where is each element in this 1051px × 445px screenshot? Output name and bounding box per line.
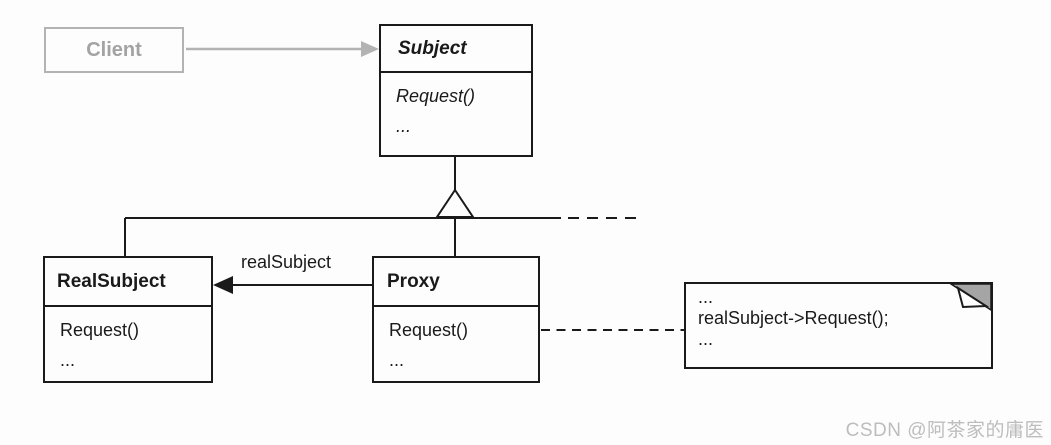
note-box xyxy=(684,282,993,369)
subject-class-name: Subject xyxy=(381,26,531,73)
realsubject-class-box: RealSubject Request() ... xyxy=(43,256,213,383)
proxy-member-ellipsis: ... xyxy=(389,350,405,370)
proxy-method-request: Request() xyxy=(389,320,469,340)
realsubject-class-members: Request() ... xyxy=(45,307,211,372)
realsubject-class-name: RealSubject xyxy=(45,258,211,307)
note-text: ... realSubject->Request(); ... xyxy=(698,287,889,350)
proxy-class-box: Proxy Request() ... xyxy=(372,256,540,383)
watermark: CSDN @阿茶家的庸医 xyxy=(845,420,1044,441)
realsubject-member-ellipsis: ... xyxy=(60,350,76,370)
note-fold-flap-icon xyxy=(956,285,990,309)
proxy-realsubject-arrowhead-icon xyxy=(213,276,233,294)
subject-class-box: Subject Request() ... xyxy=(379,24,533,157)
proxy-class-members: Request() ... xyxy=(374,307,538,372)
client-subject-arrowhead-icon xyxy=(361,41,379,57)
subject-method-request: Request() xyxy=(396,86,476,106)
client-class-name: Client xyxy=(86,38,142,61)
realsubject-association-label: realSubject xyxy=(241,252,332,272)
proxy-class-name: Proxy xyxy=(374,258,538,307)
note-line-ellipsis-top: ... xyxy=(698,287,714,307)
client-class-box: Client xyxy=(44,27,184,73)
realsubject-method-request: Request() xyxy=(60,320,140,340)
inheritance-triangle-icon xyxy=(435,188,475,218)
note-line-code: realSubject->Request(); xyxy=(698,308,889,328)
note-line-ellipsis-bottom: ... xyxy=(698,329,714,349)
subject-member-ellipsis: ... xyxy=(396,116,412,136)
subject-class-members: Request() ... xyxy=(381,73,531,138)
